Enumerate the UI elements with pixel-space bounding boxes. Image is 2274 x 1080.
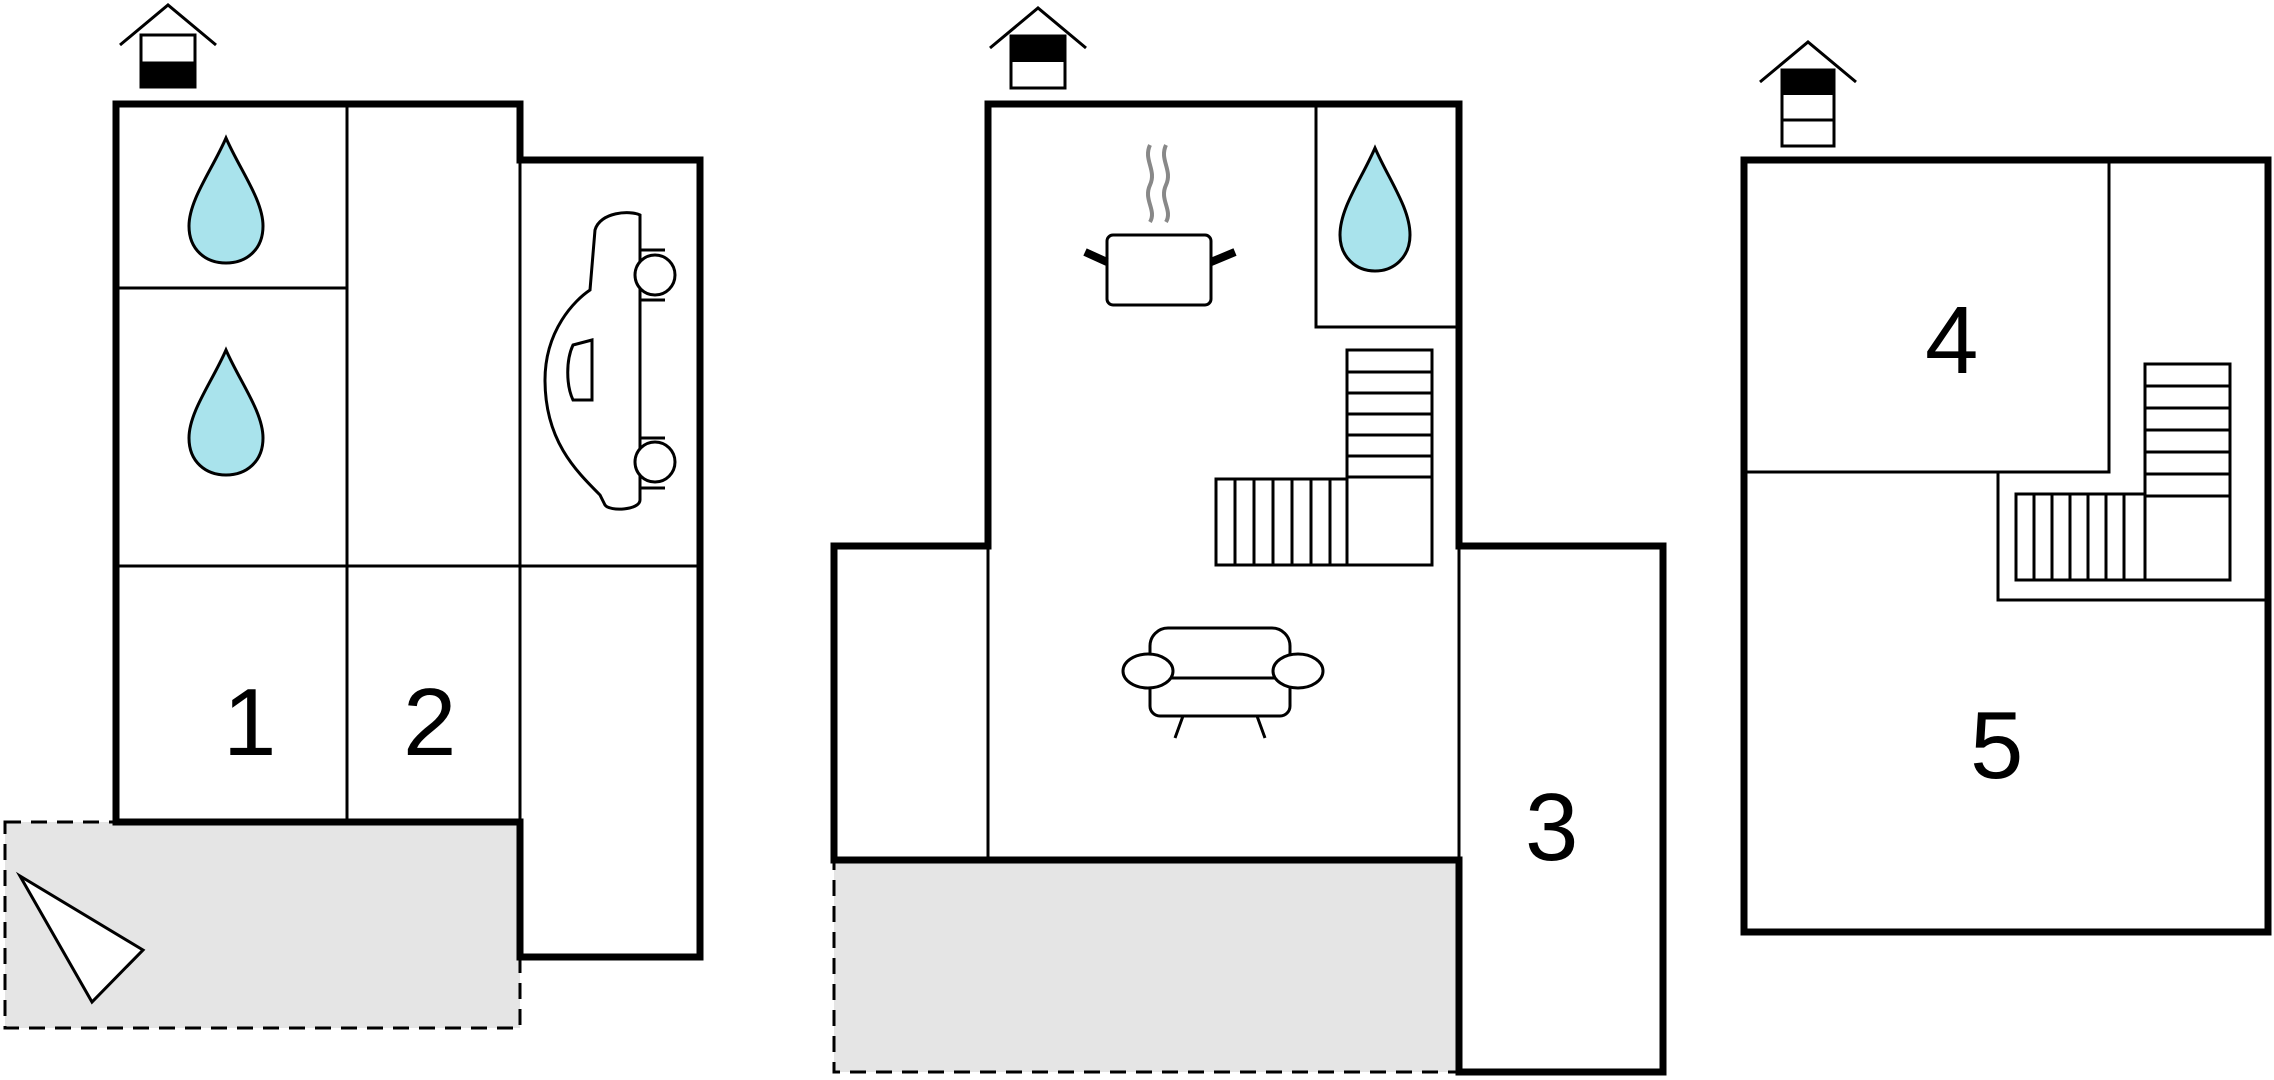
- water-drop-icon: [187, 346, 265, 477]
- water-drop-icon: [1338, 144, 1412, 273]
- room-number-4: 4: [1925, 287, 1978, 394]
- terrace: [832, 858, 1461, 1074]
- floor-level-icon-bottom: [119, 3, 217, 89]
- stairs-icon: [1214, 348, 1434, 567]
- north-arrow-icon: [15, 871, 146, 1005]
- floor-level-icon-top: [1759, 40, 1857, 148]
- room-number-5: 5: [1970, 692, 2023, 799]
- water-drop-icon: [187, 134, 265, 265]
- car-icon: [543, 211, 677, 511]
- room-number-3: 3: [1525, 774, 1578, 881]
- cooking-pot-icon: [1083, 144, 1237, 307]
- room-number-2: 2: [403, 669, 456, 776]
- floor-level-icon-middle: [989, 6, 1087, 90]
- floor-plan-ground: 1 2: [3, 3, 704, 1030]
- stairs-icon: [2014, 362, 2232, 582]
- sofa-icon: [1121, 626, 1325, 739]
- floor-plan-second: 4 5: [1740, 40, 2272, 936]
- floor-plan-first: 3: [830, 6, 1667, 1076]
- room-number-1: 1: [223, 669, 276, 776]
